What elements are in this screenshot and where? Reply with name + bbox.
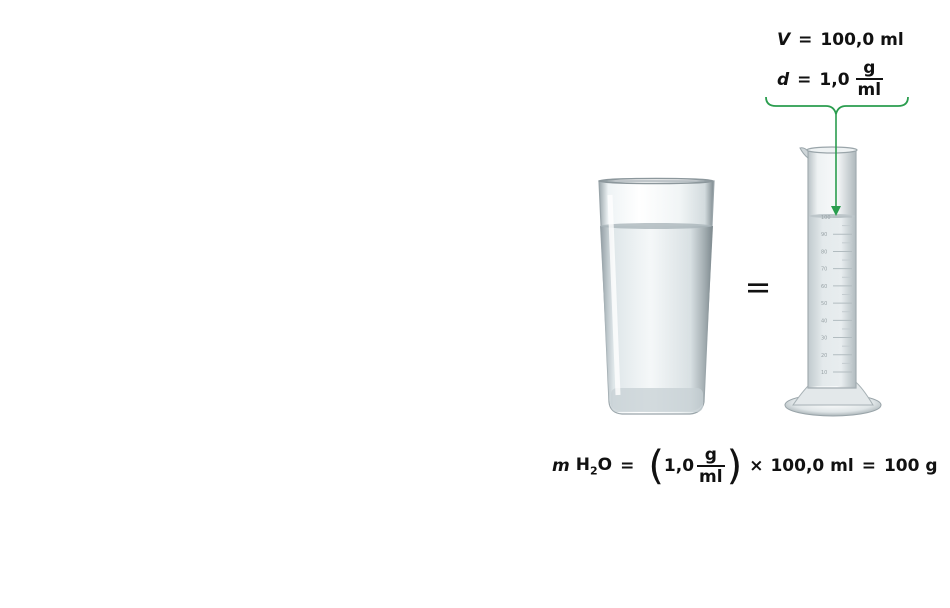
density-unit-numerator: g <box>863 58 876 78</box>
volume-label: V = 100,0 ml <box>777 30 904 50</box>
left-parenthesis-icon: ( <box>648 443 664 489</box>
substance-formula: H2O <box>576 455 612 477</box>
scale-label: 10 <box>821 370 827 376</box>
scale-label: 30 <box>821 336 827 342</box>
formula-unit-denominator: ml <box>697 464 725 487</box>
formula-equals-1: = <box>620 456 635 476</box>
density-label: d = 1,0 g ml <box>777 60 885 99</box>
scale-label: 20 <box>821 353 827 359</box>
water-surface <box>600 223 712 229</box>
formula-unit-numerator: g <box>704 444 717 465</box>
formula-volume: 100,0 ml <box>770 456 854 476</box>
density-symbol: d <box>777 69 790 90</box>
volume-value: 100,0 ml <box>820 30 904 50</box>
mass-formula: m H2O = ( 1,0 g ml ) × 100,0 ml = 100 g <box>552 446 938 486</box>
glass-highlight <box>607 194 621 396</box>
cylinder-rim <box>806 146 858 154</box>
density-value: 1,0 <box>819 69 850 90</box>
right-parenthesis-icon: ) <box>726 443 743 489</box>
glass-rim <box>598 177 714 185</box>
formula-equals-2: = <box>861 456 876 476</box>
formula-result: 100 g <box>883 456 938 476</box>
top-brace <box>765 96 909 115</box>
mass-symbol: m <box>552 456 570 476</box>
drinking-glass <box>598 177 715 415</box>
cylinder-spout <box>799 147 809 160</box>
formula-density-value: 1,0 <box>663 456 695 476</box>
substance-base: H <box>575 454 590 475</box>
scale-label: 80 <box>821 249 827 255</box>
scale-label: 50 <box>821 301 827 307</box>
glass-base <box>611 388 703 412</box>
volume-symbol: V <box>777 30 791 50</box>
volume-equals: = <box>798 30 813 50</box>
substance-rest: O <box>597 454 613 475</box>
glass-water <box>600 226 713 411</box>
graduated-cylinder: 100 90 80 70 60 50 40 30 20 10 <box>784 146 882 417</box>
scale-label: 40 <box>821 318 827 324</box>
scale-label: 90 <box>821 232 827 238</box>
scale-label: 100 <box>821 215 831 221</box>
density-unit-fraction: g ml <box>855 58 884 100</box>
cylinder-scale: 100 90 80 70 60 50 40 30 20 10 <box>821 215 852 376</box>
scale-label: 60 <box>821 284 827 290</box>
scale-label: 70 <box>821 267 827 273</box>
formula-unit-fraction: g ml <box>697 444 725 487</box>
multiply-sign: × <box>749 456 764 476</box>
middle-equals-sign: = <box>745 268 772 306</box>
cylinder-water <box>809 216 855 386</box>
density-equals: = <box>797 69 812 90</box>
substance-subscript: 2 <box>589 464 598 478</box>
density-unit-denominator: ml <box>855 78 884 100</box>
pointer-arrowhead <box>831 206 841 216</box>
